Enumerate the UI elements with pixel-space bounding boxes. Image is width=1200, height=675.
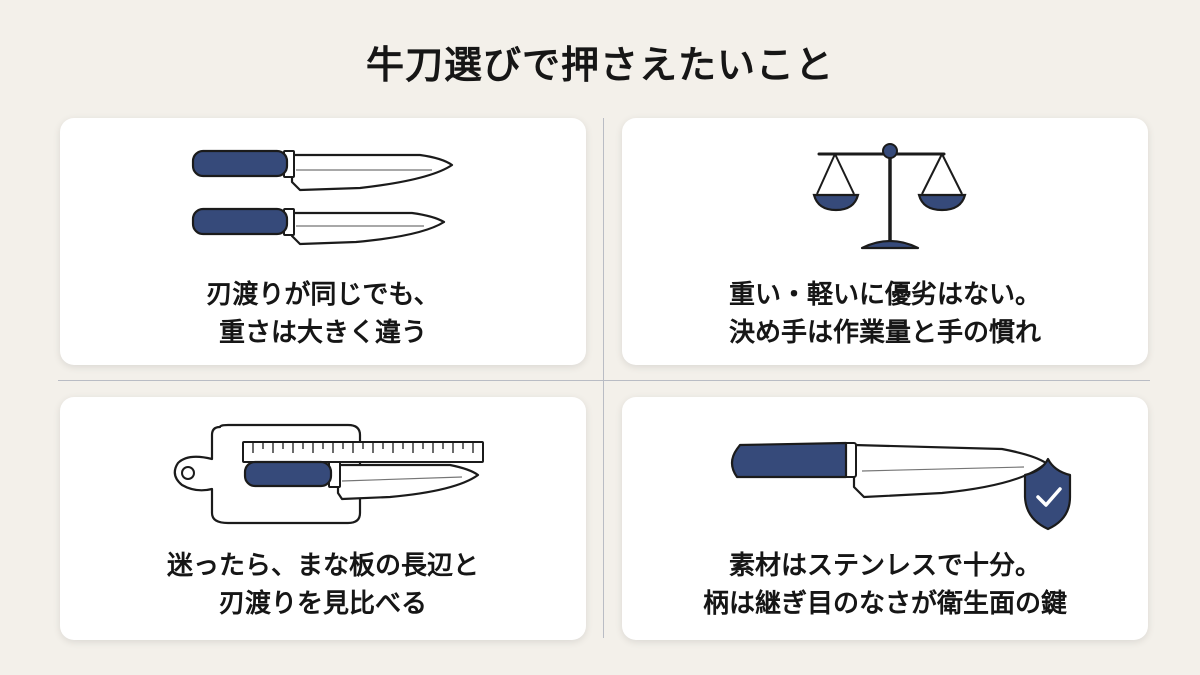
card-caption: 刃渡りが同じでも、 重さは大きく違う (60, 276, 586, 352)
knife-shield-check-icon (730, 441, 1072, 531)
card-compare-board: 迷ったら、まな板の長辺と 刃渡りを見比べる (60, 397, 586, 640)
caption-line-2: 刃渡りを見比べる (218, 589, 427, 619)
card-weight-variation: 刃渡りが同じでも、 重さは大きく違う (60, 118, 586, 365)
page-title: 牛刀選びで押さえたいこと (365, 43, 834, 87)
caption-line-1: 重い・軽いに優劣はない。 (728, 280, 1041, 310)
two-knives-icon (191, 149, 454, 246)
caption-line-2: 柄は継ぎ目のなさが衛生面の鍵 (702, 589, 1067, 619)
card-no-superiority: 重い・軽いに優劣はない。 決め手は作業量と手の慣れ (622, 118, 1148, 365)
card-caption: 重い・軽いに優劣はない。 決め手は作業量と手の慣れ (622, 276, 1148, 352)
balance-scale-icon (812, 143, 967, 250)
caption-line-2: 重さは大きく違う (218, 318, 427, 348)
caption-line-2: 決め手は作業量と手の慣れ (728, 318, 1041, 348)
vertical-divider (603, 118, 604, 638)
horizontal-divider (58, 380, 1150, 381)
cutting-board-ruler-knife-icon (173, 423, 484, 525)
caption-line-1: 刃渡りが同じでも、 (206, 280, 440, 310)
card-caption: 素材はステンレスで十分。 柄は継ぎ目のなさが衛生面の鍵 (622, 547, 1148, 623)
caption-line-1: 迷ったら、まな板の長辺と (166, 551, 479, 581)
card-material-hygiene: 素材はステンレスで十分。 柄は継ぎ目のなさが衛生面の鍵 (622, 397, 1148, 640)
caption-line-1: 素材はステンレスで十分。 (728, 551, 1041, 581)
card-caption: 迷ったら、まな板の長辺と 刃渡りを見比べる (60, 547, 586, 623)
